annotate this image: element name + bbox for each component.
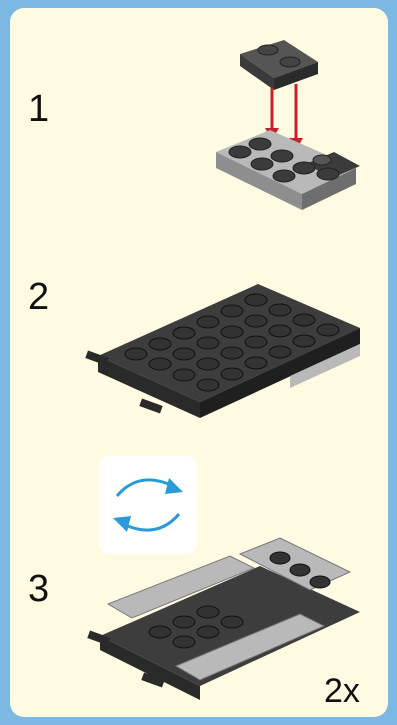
step-number-2: 2 xyxy=(28,276,49,319)
step-number-3: 3 xyxy=(28,568,49,611)
quantity-label: 2x xyxy=(324,672,360,711)
step-1-illustration xyxy=(210,32,370,232)
step-2-illustration xyxy=(80,266,370,436)
step-number-1: 1 xyxy=(28,88,49,131)
instruction-panel: 1 2 xyxy=(10,8,388,717)
